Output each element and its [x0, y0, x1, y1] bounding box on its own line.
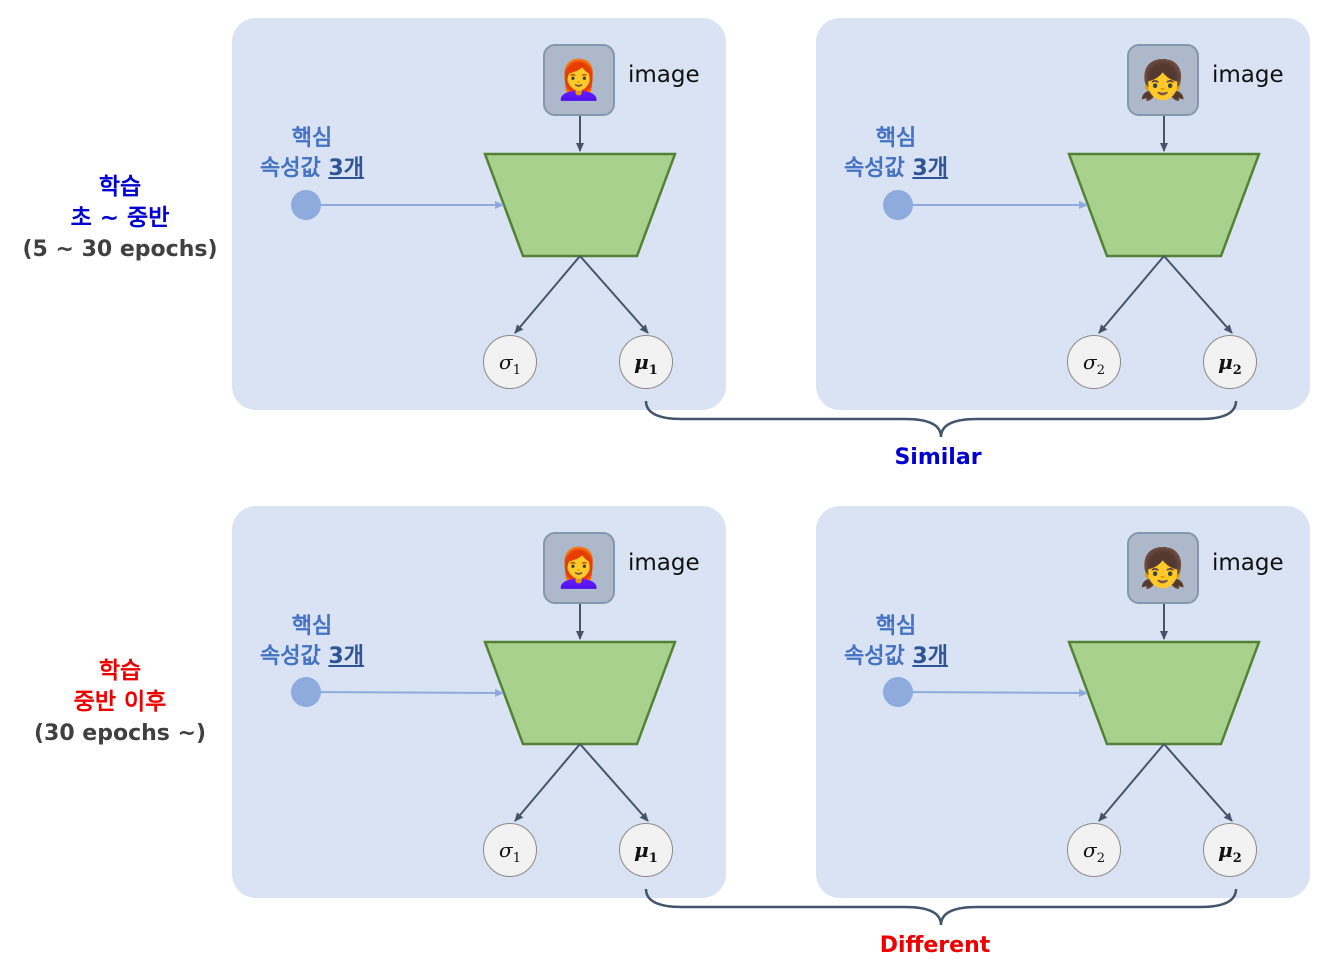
mu-node: μ1	[619, 335, 673, 389]
row-label-line1: 학습	[98, 658, 142, 684]
encoder-to-sigma-arrow	[1098, 743, 1165, 822]
attr-line1: 핵심	[875, 126, 917, 151]
attribute-dot	[883, 677, 913, 707]
attr-count: 3개	[328, 644, 364, 669]
row-label-line2: 초 ~ 중반	[70, 205, 170, 231]
girl-icon: 👧	[1139, 58, 1187, 102]
row-label-line1: 학습	[98, 174, 142, 200]
sigma-symbol: σ	[1083, 838, 1097, 862]
comparison-similar: Similar	[894, 445, 982, 470]
sigma-symbol: σ	[1083, 350, 1097, 374]
sigma-node: σ2	[1067, 823, 1121, 877]
attr-count: 3개	[912, 644, 948, 669]
sigma-symbol: σ	[499, 838, 513, 862]
image-label: image	[1212, 62, 1284, 88]
attr-count: 3개	[328, 156, 364, 181]
similar-brace	[644, 400, 1238, 438]
different-brace	[644, 888, 1238, 926]
attribute-dot	[291, 677, 321, 707]
mu-node: μ2	[1203, 335, 1257, 389]
row-label-epochs: (5 ~ 30 epochs)	[22, 237, 218, 262]
attr-line2: 속성값	[260, 156, 329, 181]
mu-subscript: 1	[648, 851, 658, 866]
row-label-late: 학습 중반 이후 (30 epochs ~)	[10, 656, 230, 749]
image-label: image	[628, 550, 700, 576]
attribute-dot	[291, 190, 321, 220]
input-image-box: 👩‍🦰	[543, 532, 615, 604]
mu-subscript: 1	[648, 363, 658, 378]
encoder-to-sigma-arrow	[1098, 255, 1165, 334]
encoder-to-mu-arrow	[1163, 255, 1233, 334]
input-image-box: 👧	[1127, 44, 1199, 116]
red-haired-woman-icon: 👩‍🦰	[555, 546, 603, 590]
row-label-epochs: (30 epochs ~)	[33, 721, 207, 746]
attr-count: 3개	[912, 156, 948, 181]
attr-line2: 속성값	[844, 644, 913, 669]
encoder-block	[1067, 152, 1261, 258]
sigma-subscript: 1	[512, 851, 521, 866]
sigma-node: σ1	[483, 335, 537, 389]
red-haired-woman-icon: 👩‍🦰	[555, 58, 603, 102]
mu-node: μ1	[619, 823, 673, 877]
comparison-different: Different	[879, 933, 991, 958]
attr-line1: 핵심	[291, 126, 333, 151]
encoder-to-sigma-arrow	[514, 255, 581, 334]
attr-line2: 속성값	[844, 156, 913, 181]
attribute-dot	[883, 190, 913, 220]
sigma-symbol: σ	[499, 350, 513, 374]
mu-symbol: μ	[634, 838, 649, 862]
encoder-to-mu-arrow	[579, 255, 649, 334]
sigma-subscript: 1	[512, 363, 521, 378]
row-label-line2: 중반 이후	[73, 689, 167, 715]
image-label: image	[1212, 550, 1284, 576]
row-label-early: 학습 초 ~ 중반 (5 ~ 30 epochs)	[10, 172, 230, 265]
encoder-block	[1067, 640, 1261, 746]
mu-symbol: μ	[1218, 838, 1233, 862]
mu-subscript: 2	[1232, 363, 1242, 378]
encoder-block	[483, 640, 677, 746]
sigma-subscript: 2	[1096, 363, 1105, 378]
input-image-box: 👧	[1127, 532, 1199, 604]
encoder-block	[483, 152, 677, 258]
image-label: image	[628, 62, 700, 88]
attr-line2: 속성값	[260, 644, 329, 669]
mu-subscript: 2	[1232, 851, 1242, 866]
sigma-node: σ1	[483, 823, 537, 877]
input-image-box: 👩‍🦰	[543, 44, 615, 116]
sigma-subscript: 2	[1096, 851, 1105, 866]
mu-node: μ2	[1203, 823, 1257, 877]
attributes-to-encoder-arrow	[305, 688, 504, 697]
sigma-node: σ2	[1067, 335, 1121, 389]
mu-symbol: μ	[1218, 350, 1233, 374]
encoder-to-mu-arrow	[1163, 743, 1233, 822]
attr-line1: 핵심	[875, 614, 917, 639]
encoder-to-mu-arrow	[579, 743, 649, 822]
attr-line1: 핵심	[291, 614, 333, 639]
encoder-to-sigma-arrow	[514, 743, 581, 822]
attributes-to-encoder-arrow	[897, 688, 1088, 697]
girl-icon: 👧	[1139, 546, 1187, 590]
mu-symbol: μ	[634, 350, 649, 374]
